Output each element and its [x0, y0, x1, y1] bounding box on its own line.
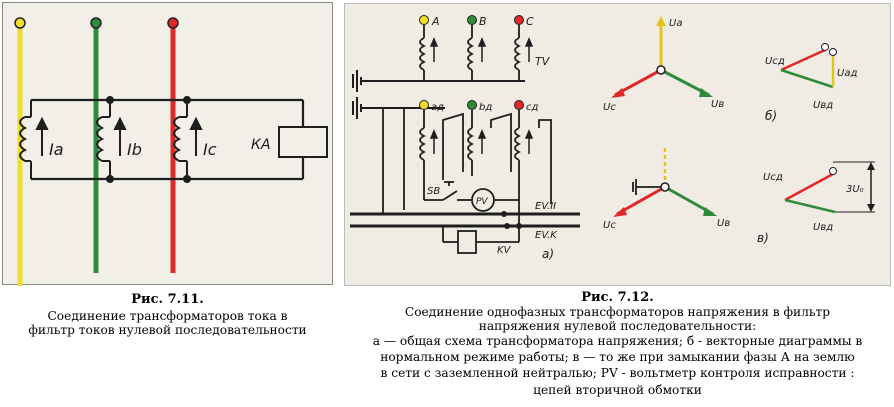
vector-diagram-fault	[613, 147, 875, 217]
label-ub-fault: Uв	[717, 218, 730, 229]
label-uad: Uaд	[837, 68, 857, 79]
label-ua: Uа	[669, 18, 682, 29]
label-pv: PV	[476, 197, 488, 207]
label-phase-c: C	[526, 15, 534, 28]
fig712-caption-line-3: а — общая схема трансформатора напряжени…	[372, 334, 863, 348]
label-ub: Uв	[711, 99, 724, 110]
label-bus-ev-k: EV.K	[535, 230, 558, 241]
ground-symbol-primary	[352, 70, 525, 92]
label-sb: SB	[427, 186, 440, 197]
fig712-caption-line-2: напряжения нулевой последовательности:	[478, 319, 757, 333]
label-panel-c: в)	[757, 231, 769, 245]
vector-diagram-normal	[611, 16, 837, 98]
label-3u0: 3U₀	[846, 184, 864, 195]
label-uc-fault: Uс	[603, 220, 616, 231]
relay-ka-label: КА	[251, 137, 271, 153]
fig712-caption-line-1: Соединение однофазных трансформаторов на…	[404, 305, 831, 319]
relay-kv-box	[457, 230, 477, 254]
label-tv: TV	[535, 55, 551, 68]
fig712-caption-line-4: нормальном режиме работы; в — то же при …	[380, 350, 855, 364]
label-phase-a: A	[431, 15, 440, 28]
phase-a-terminal-tv	[419, 15, 429, 25]
label-sec-c: cд	[526, 102, 538, 113]
ct-a-coil	[19, 116, 28, 162]
sec-b-terminal	[467, 100, 477, 110]
label-ucd: Ucд	[765, 56, 785, 67]
fig712-caption-line-5: в сети с заземленной нейтралью; PV - вол…	[380, 366, 855, 380]
phase-b-terminal-tv	[467, 15, 477, 25]
label-sec-a: aд	[431, 102, 444, 113]
figure-7-11-current-filter: Iа Ib Ic КА	[2, 2, 333, 286]
label-bus-ev-ii: EV.II	[535, 201, 556, 212]
fig711-caption-line-1: Соединение трансформаторов тока в	[47, 309, 288, 323]
relay-ka-box	[278, 126, 328, 158]
ct-c-coil	[173, 100, 188, 179]
fig711-caption-line-2: фильтр токов нулевой последовательности	[28, 323, 307, 337]
fig711-title: Рис. 7.11.	[131, 292, 204, 307]
label-ubd: Uвд	[813, 100, 833, 111]
label-kv: KV	[497, 245, 512, 256]
label-uc: Uс	[603, 102, 616, 113]
fig712-title: Рис. 7.12.	[581, 290, 654, 305]
label-panel-b: б)	[765, 109, 777, 123]
tv-primary-windings	[419, 25, 522, 81]
current-label-a: Iа	[49, 140, 64, 159]
label-sec-b: bд	[479, 102, 492, 113]
phase-b-terminal	[90, 17, 102, 29]
ct-b-coil	[96, 100, 111, 179]
voltage-transformer-schematic: A B C TV aд bд cд	[350, 15, 875, 261]
phase-a-terminal	[14, 17, 26, 29]
sec-c-terminal	[514, 100, 524, 110]
figure-7-12-voltage-filter: A B C TV aд bд cд	[344, 3, 891, 286]
phase-c-terminal-tv	[514, 15, 524, 25]
fig712-caption-line-6: цепей вторичной обмотки	[533, 383, 702, 397]
label-panel-a: а)	[542, 247, 554, 261]
sec-a-terminal	[419, 100, 429, 110]
phase-c-terminal	[167, 17, 179, 29]
current-transformer-schematic: Iа Ib Ic КА	[14, 17, 328, 286]
label-phase-b: B	[479, 15, 487, 28]
current-label-b: Ib	[127, 140, 142, 159]
current-label-c: Ic	[203, 140, 217, 159]
tv-secondary-windings	[382, 108, 552, 214]
label-ubd-fault: Uвд	[813, 222, 833, 233]
label-ucd-fault: Ucд	[763, 172, 783, 183]
junction-dots	[106, 96, 191, 183]
ground-symbol-secondary	[352, 97, 445, 119]
